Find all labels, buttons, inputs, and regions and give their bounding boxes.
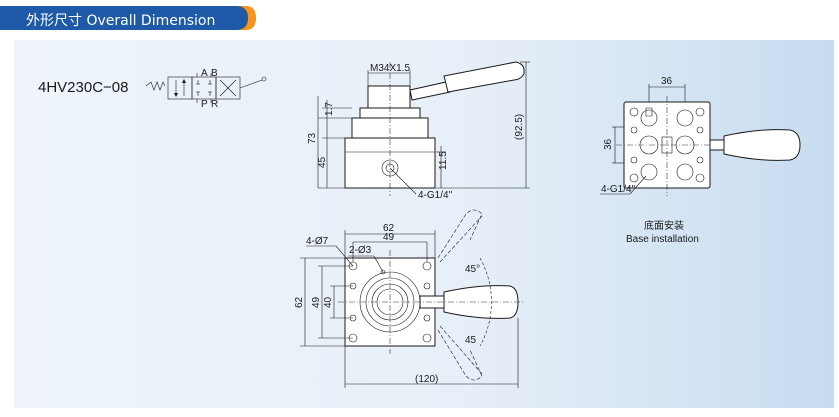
- front-port-label: 4-G1/4": [418, 190, 453, 201]
- technical-drawing: 4HV230C−08: [38, 61, 801, 388]
- top-dim-62: 62: [383, 223, 395, 234]
- dim-73: 73: [307, 132, 318, 144]
- model-label: 4HV230C−08: [38, 79, 128, 96]
- top-view: [300, 209, 525, 388]
- front-view: [317, 61, 530, 196]
- port-p-label: P: [201, 99, 208, 110]
- thread-label: M34X1.5: [370, 63, 410, 74]
- dim-1-7: 1.7: [324, 102, 335, 116]
- side-dim-49: 49: [311, 296, 322, 308]
- base-port-label: 4-G1/4": [601, 184, 636, 195]
- dim-45: 45: [317, 156, 328, 168]
- port-r-label: R: [211, 99, 218, 110]
- dim-11-5: 11.5: [438, 151, 449, 170]
- side-dim-40: 40: [323, 296, 334, 308]
- base-caption-en: Base installation: [626, 234, 699, 245]
- handle-length: (120): [415, 374, 438, 385]
- base-dim-width: 36: [661, 76, 673, 87]
- section-title: 外形尺寸 Overall Dimension: [26, 13, 216, 29]
- base-dim-height: 36: [603, 138, 614, 150]
- side-dim-62: 62: [294, 296, 305, 308]
- dimension-panel: 4HV230C−08: [14, 40, 834, 408]
- hole-label: 4-Ø7: [306, 236, 329, 247]
- port-b-label: B: [211, 68, 218, 79]
- top-dim-49: 49: [383, 232, 395, 243]
- base-caption-cn: 底面安装: [644, 219, 684, 232]
- header-bar: [0, 6, 256, 30]
- angle-bottom: 45: [465, 335, 477, 346]
- base-view: [600, 84, 801, 196]
- valve-symbol: [145, 73, 267, 103]
- dim-92-5: (92.5): [514, 114, 525, 140]
- pin-label: 2-Ø3: [349, 245, 372, 256]
- port-a-label: A: [201, 68, 208, 79]
- angle-top: 45°: [465, 264, 480, 275]
